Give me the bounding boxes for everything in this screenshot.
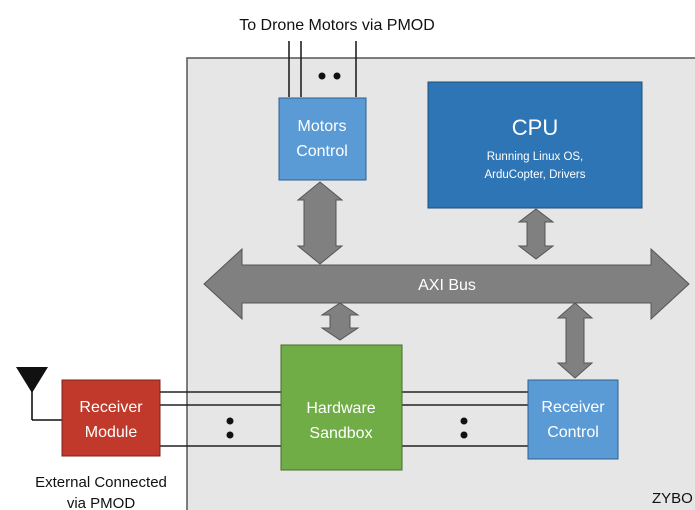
antenna-icon bbox=[16, 367, 63, 421]
hardware-sandbox-block: Hardware Sandbox bbox=[280, 344, 403, 471]
receiver-control-block: Receiver Control bbox=[527, 379, 619, 460]
right-ellipsis-dots bbox=[460, 417, 468, 439]
top-label: To Drone Motors via PMOD bbox=[239, 17, 435, 34]
cpu-title: CPU bbox=[512, 115, 558, 140]
cpu-line1: Running Linux OS, bbox=[487, 151, 584, 163]
motors-control-line2: Control bbox=[296, 143, 348, 160]
motors-control-line1: Motors bbox=[298, 118, 347, 135]
receiver-module-block: Receiver Module bbox=[61, 379, 161, 457]
axi-bus-label: AXI Bus bbox=[418, 277, 476, 294]
receiver-wires bbox=[160, 391, 528, 447]
cpu-block: CPU Running Linux OS, ArduCopter, Driver… bbox=[427, 81, 643, 209]
motors-control-block: Motors Control bbox=[278, 97, 367, 181]
external-label-line2: via PMOD bbox=[67, 495, 136, 510]
external-label-line1: External Connected bbox=[35, 474, 167, 491]
left-ellipsis-dots bbox=[226, 417, 234, 439]
cpu-bus-arrow bbox=[517, 208, 555, 260]
sandbox-line1: Hardware bbox=[306, 400, 375, 417]
motor-ellipsis-dots bbox=[318, 72, 341, 80]
cpu-line2: ArduCopter, Drivers bbox=[485, 169, 586, 181]
receiver-module-line1: Receiver bbox=[79, 399, 143, 416]
board-label: ZYBO bbox=[652, 490, 693, 507]
receiver-control-line1: Receiver bbox=[541, 399, 605, 416]
motor-wires bbox=[288, 41, 357, 97]
axi-bus-arrow bbox=[203, 247, 690, 321]
sandbox-bus-arrow bbox=[320, 302, 360, 341]
receiver-module-line2: Module bbox=[85, 424, 138, 441]
receiver-control-bus-arrow bbox=[556, 302, 594, 379]
receiver-control-line2: Control bbox=[547, 424, 599, 441]
sandbox-line2: Sandbox bbox=[309, 425, 372, 442]
motors-bus-arrow bbox=[296, 181, 344, 265]
